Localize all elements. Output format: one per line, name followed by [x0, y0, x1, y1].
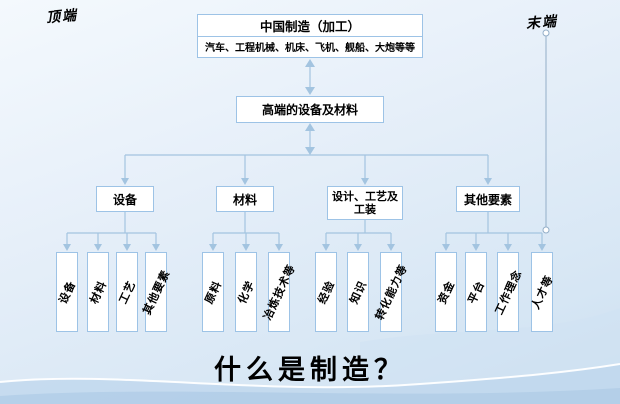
leaf-work-philosophy: 工作理念 [492, 252, 524, 332]
branch-materials: 材料 [216, 186, 274, 212]
leaf-talent: 人才等 [529, 252, 556, 332]
slide-title: 什么是制造？ [214, 355, 406, 386]
leaf-conversion-ability: 转化能力等 [373, 252, 410, 332]
leaf-label: 化学 [235, 278, 258, 306]
leaf-process: 工艺 [116, 252, 138, 332]
branch-other-factors: 其他要素 [456, 186, 520, 212]
leaf-label: 平台 [465, 278, 488, 306]
leaf-raw-materials: 原料 [202, 252, 224, 332]
label-terminal-end: 末端 [525, 13, 559, 33]
root-node-title: 中国制造（加工） [259, 18, 360, 34]
leaf-knowledge: 知识 [347, 252, 369, 332]
leaf-experience: 经验 [315, 252, 337, 332]
leaf-smelting-tech: 冶炼技术等 [261, 252, 298, 332]
leaf-label: 工艺 [116, 278, 139, 306]
leaf-label: 原料 [202, 278, 225, 306]
leaf-chemistry: 化学 [235, 252, 257, 332]
leaf-label: 资金 [435, 278, 458, 306]
leaf-capital: 资金 [435, 252, 457, 332]
leaf-label: 知识 [347, 278, 370, 306]
root-node: 中国制造（加工） 汽车、工程机械、机床、飞机、舰船、大炮等等 [197, 14, 423, 58]
leaf-equipment: 设备 [56, 252, 78, 332]
root-node-subtitle: 汽车、工程机械、机床、飞机、舰船、大炮等等 [198, 35, 422, 58]
leaf-other-factors: 其他要素 [140, 252, 172, 332]
leaf-label: 设备 [56, 278, 79, 306]
leaf-label: 材料 [87, 278, 110, 306]
level1-node: 高端的设备及材料 [236, 96, 384, 123]
leaf-label: 人才等 [528, 273, 556, 312]
terminal-span-line [542, 29, 550, 234]
branch-equipment: 设备 [96, 186, 154, 212]
branch-design-process-tooling: 设计、工艺及工装 [327, 186, 403, 220]
leaf-materials: 材料 [87, 252, 109, 332]
leaf-label: 经验 [315, 278, 338, 306]
label-top-end: 顶端 [45, 7, 79, 27]
leaf-platform: 平台 [465, 252, 487, 332]
